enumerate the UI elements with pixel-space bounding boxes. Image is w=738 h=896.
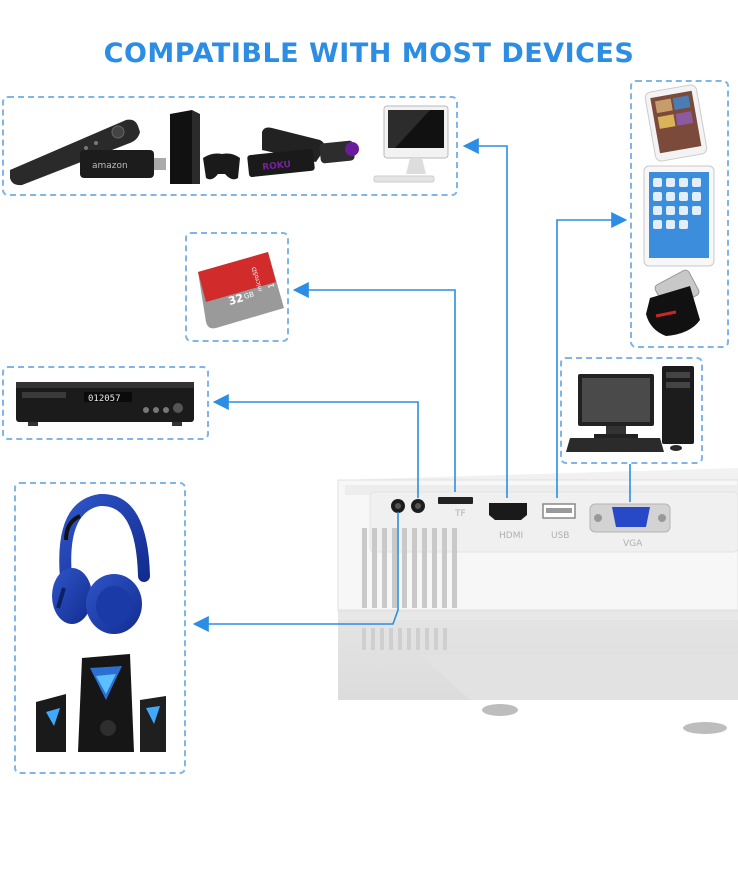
- tf-port-label: TF: [454, 509, 466, 519]
- imac-icon: [373, 105, 449, 183]
- sd-card-unit: GB: [243, 290, 255, 301]
- projector-icon: [337, 468, 738, 734]
- computer-group: [560, 357, 703, 464]
- dvd-player-group: [2, 366, 209, 440]
- mobile-devices-group: [630, 80, 729, 348]
- vga-port-label: VGA: [623, 539, 643, 549]
- sd-card-class: 1: [266, 282, 276, 289]
- roku-label: ROKU: [262, 160, 292, 173]
- dvd-display: 012057: [88, 394, 121, 404]
- desktop-pc-icon: [566, 366, 694, 452]
- ipad-icon: [643, 165, 715, 267]
- page-title: COMPATIBLE WITH MOST DEVICES: [103, 38, 635, 69]
- roku-stick-icon: ROKU: [247, 127, 359, 177]
- fire-tv-icon: amazon: [10, 119, 166, 186]
- playstation-icon: [170, 110, 240, 184]
- streaming-devices-group: [2, 96, 458, 196]
- iphone-icon: [644, 84, 708, 162]
- audio-devices-group: [14, 482, 186, 774]
- dvd-player-icon: 012057: [16, 382, 194, 426]
- sd-card-capacity: 32: [227, 291, 245, 308]
- sd-card-group: [185, 232, 289, 342]
- usb-port-label: USB: [551, 531, 569, 541]
- speakers-icon: [36, 654, 166, 752]
- svg-text:amazon: amazon: [92, 161, 128, 171]
- sd-card-icon: 32 GB microSD 1: [198, 252, 284, 329]
- hdmi-port-label: HDMI: [499, 531, 523, 541]
- headphones-icon: [52, 494, 150, 634]
- usb-drive-icon: [646, 269, 700, 336]
